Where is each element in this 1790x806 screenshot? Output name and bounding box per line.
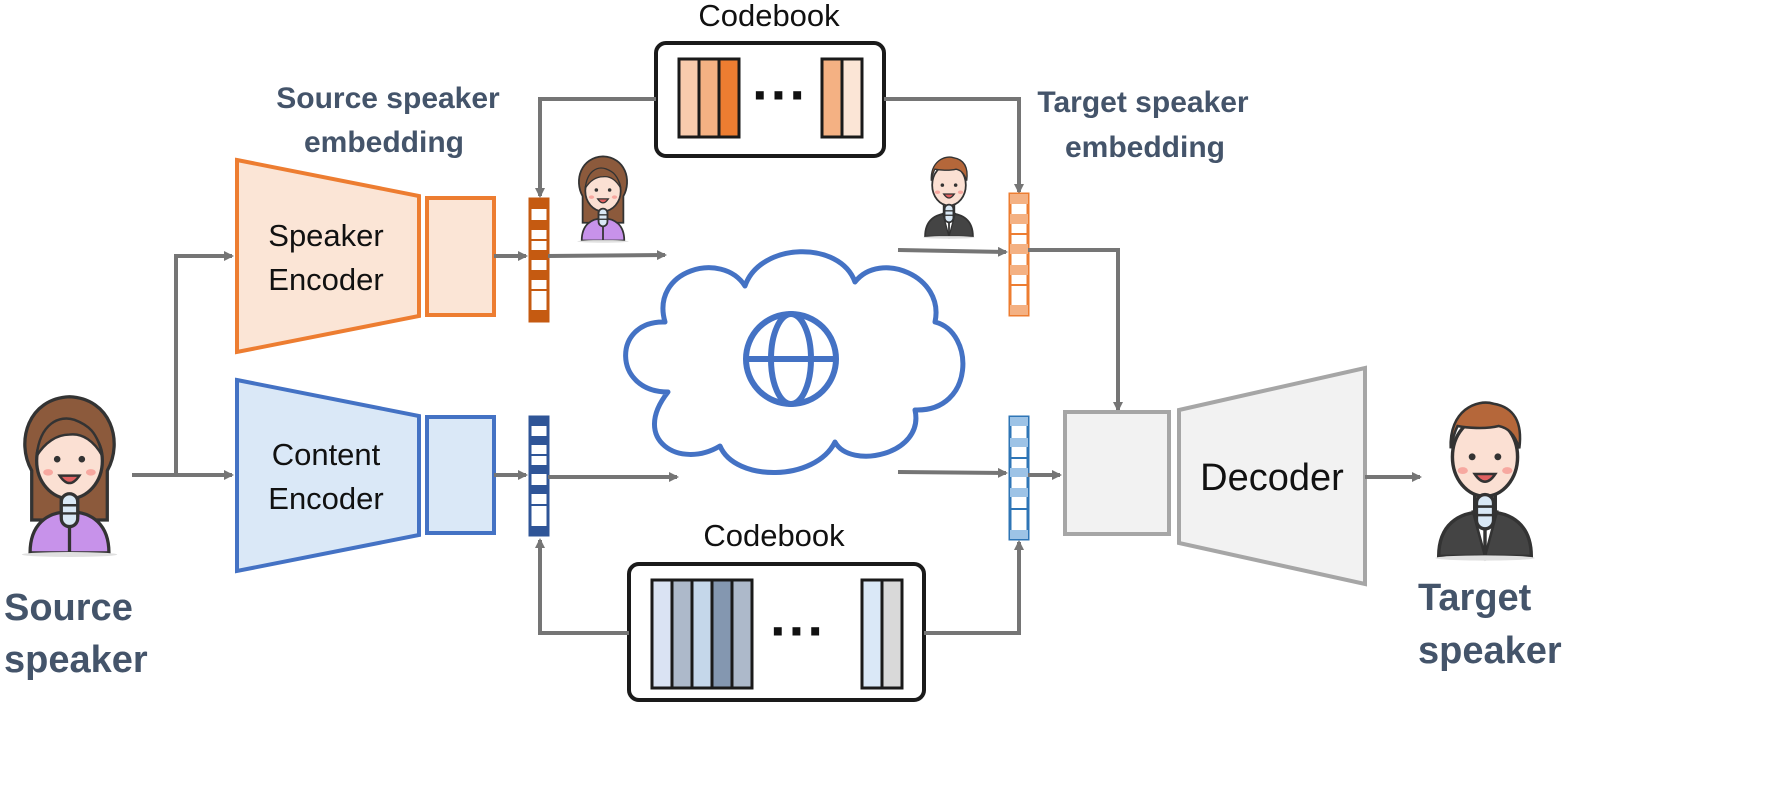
top-codebook-title: Codebook xyxy=(698,0,840,33)
target-speaker-label-line1: Target xyxy=(1418,577,1532,619)
target-embedding-label-line2: embedding xyxy=(1065,131,1225,164)
source-speaker-label-line2: speaker xyxy=(4,639,148,681)
bottom-codebook-to-target-arrow xyxy=(924,540,1024,635)
speaker-encoder-label-line1: Speaker xyxy=(268,218,383,253)
content-encoder-block xyxy=(235,377,421,574)
speaker-feature-box xyxy=(425,196,496,317)
target-speaker-embedding-vector xyxy=(1008,192,1030,317)
cloud-to-target-embedding-arrow xyxy=(897,246,1008,257)
source-embedding-to-cloud-arrow xyxy=(547,250,667,261)
decoder-input-box xyxy=(1063,410,1171,536)
content-embedding-vector xyxy=(528,415,550,537)
target-speaker-small-icon xyxy=(922,156,976,240)
target-embedding-label-line1: Target speaker xyxy=(1037,86,1249,119)
source-speaker-small-icon xyxy=(576,155,630,244)
source-embedding-label-line1: Source speaker xyxy=(276,82,500,115)
target-speaker-icon xyxy=(1433,400,1537,563)
target-speaker-label-line2: speaker xyxy=(1418,630,1562,672)
content-encoder-label-line2: Encoder xyxy=(268,481,383,516)
bottom-codebook-entries xyxy=(650,578,904,690)
target-content-embedding-vector xyxy=(1008,415,1030,541)
target-embedding-to-decoder-arrow xyxy=(1028,248,1123,412)
input-arrows xyxy=(132,251,234,480)
bottom-codebook-ellipsis: ··· xyxy=(770,599,826,662)
source-embedding-label-line2: embedding xyxy=(304,126,464,159)
bottom-codebook-to-source-arrow xyxy=(535,538,629,635)
content-feature-box xyxy=(425,415,496,535)
source-speaker-icon xyxy=(20,395,119,559)
top-codebook-ellipsis: ··· xyxy=(752,63,808,126)
speaker-encoder-label-line2: Encoder xyxy=(268,262,383,297)
top-codebook-to-target-arrow xyxy=(884,97,1024,194)
top-codebook-entries xyxy=(677,57,864,139)
bottom-codebook-title: Codebook xyxy=(703,518,845,553)
content-encoder-label-line1: Content xyxy=(272,437,381,472)
top-codebook-to-source-arrow xyxy=(535,97,656,198)
cloud-to-target-content-arrow xyxy=(897,467,1008,478)
cloud-globe-icon xyxy=(623,249,966,475)
source-speaker-label-line1: Source xyxy=(4,587,133,629)
decoder-block xyxy=(1177,365,1367,587)
source-speaker-embedding-vector xyxy=(528,197,550,323)
speaker-encoder-block xyxy=(235,157,421,355)
decoder-label: Decoder xyxy=(1200,457,1344,499)
